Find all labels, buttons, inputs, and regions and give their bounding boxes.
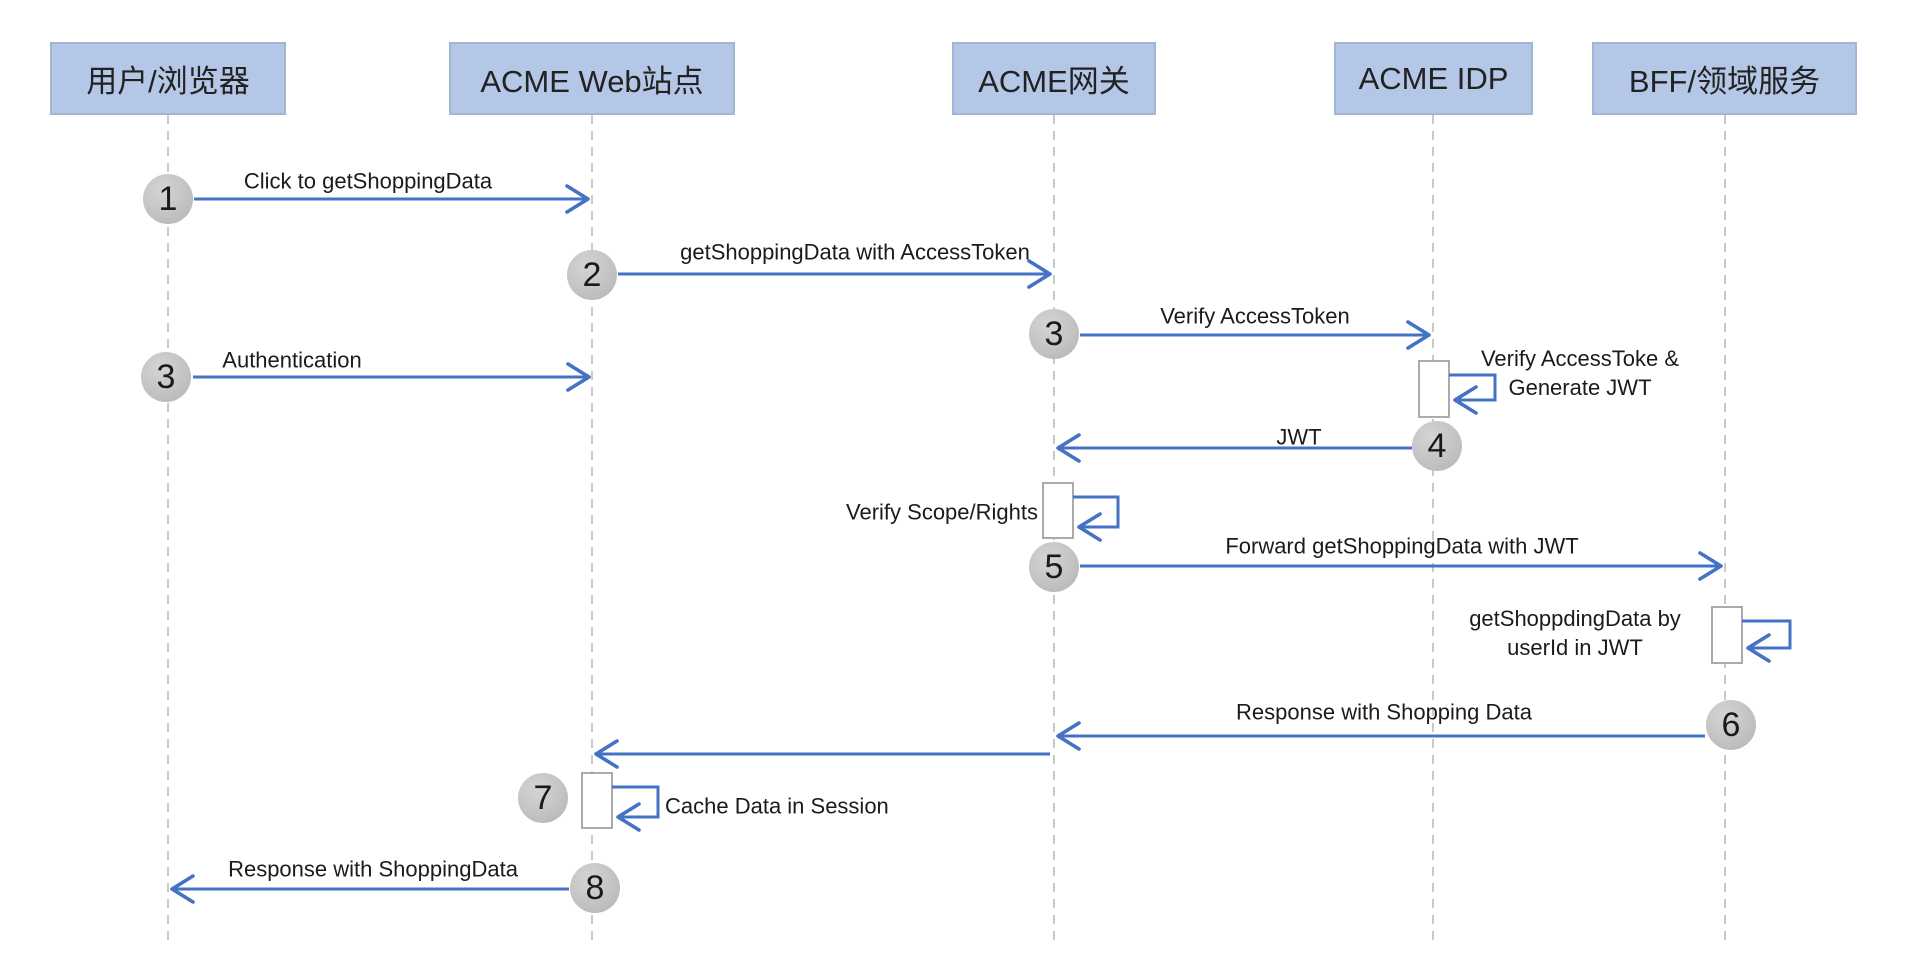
message-label-5: Forward getShoppingData with JWT — [1225, 533, 1579, 559]
message-label-8: Response with ShoppingData — [228, 856, 518, 882]
message-label-1: Click to getShoppingData — [243, 168, 493, 194]
self-call-label-bff-line1: getShoppdingData by — [1469, 606, 1681, 631]
self-call-label-idp-line1: Verify AccessToke & — [1480, 346, 1680, 371]
self-loop-arrow-gateway — [1073, 495, 1120, 542]
message-label-2: getShoppingData with AccessToken — [680, 239, 1030, 265]
activation-rect-bff — [1711, 606, 1743, 664]
actor-label-bff-domain: BFF/领域服务 — [1628, 64, 1821, 99]
self-call-label-idp-line2: Generate JWT — [1508, 375, 1652, 400]
actor-box-bff-domain: BFF/领域服务 — [1592, 42, 1857, 115]
step-circle-5: 5 — [1029, 542, 1079, 592]
step-circle-2: 2 — [567, 250, 617, 300]
message-label-3-user: Authentication — [222, 347, 362, 373]
self-call-label-bff: getShoppdingData by userId in JWT — [1469, 604, 1681, 662]
self-call-label-idp: Verify AccessToke & Generate JWT — [1481, 344, 1679, 402]
activation-rect-idp — [1418, 360, 1450, 418]
step-circle-8: 8 — [570, 863, 620, 913]
actor-box-acme-web: ACME Web站点 — [449, 42, 735, 115]
self-loop-arrow-web — [612, 785, 660, 832]
self-loop-arrow-bff — [1742, 619, 1792, 663]
self-call-label-gateway: Verify Scope/Rights — [846, 499, 1038, 525]
self-loop-arrow-idp — [1449, 373, 1497, 415]
actor-box-acme-idp: ACME IDP — [1334, 42, 1533, 115]
self-call-label-bff-line2: userId in JWT — [1507, 635, 1643, 660]
message-label-6: Response with Shopping Data — [1236, 699, 1532, 725]
actor-label-acme-gateway: ACME网关 — [978, 64, 1130, 99]
step-circle-3-user: 3 — [141, 352, 191, 402]
activation-rect-gateway — [1042, 482, 1074, 539]
actor-label-user-browser: 用户/浏览器 — [86, 64, 250, 99]
actor-label-acme-web: ACME Web站点 — [480, 64, 704, 99]
activation-rect-web — [581, 772, 613, 829]
message-label-4-jwt: JWT — [1276, 424, 1322, 450]
actor-box-acme-gateway: ACME网关 — [952, 42, 1156, 115]
actor-box-user-browser: 用户/浏览器 — [50, 42, 286, 115]
step-circle-3-gateway: 3 — [1029, 309, 1079, 359]
step-circle-4: 4 — [1412, 421, 1462, 471]
step-circle-6: 6 — [1706, 700, 1756, 750]
message-label-7-cache: Cache Data in Session — [665, 793, 889, 819]
step-circle-1: 1 — [143, 174, 193, 224]
message-label-3-gateway: Verify AccessToken — [1160, 303, 1350, 329]
step-circle-7: 7 — [518, 773, 568, 823]
actor-label-acme-idp: ACME IDP — [1358, 60, 1509, 96]
